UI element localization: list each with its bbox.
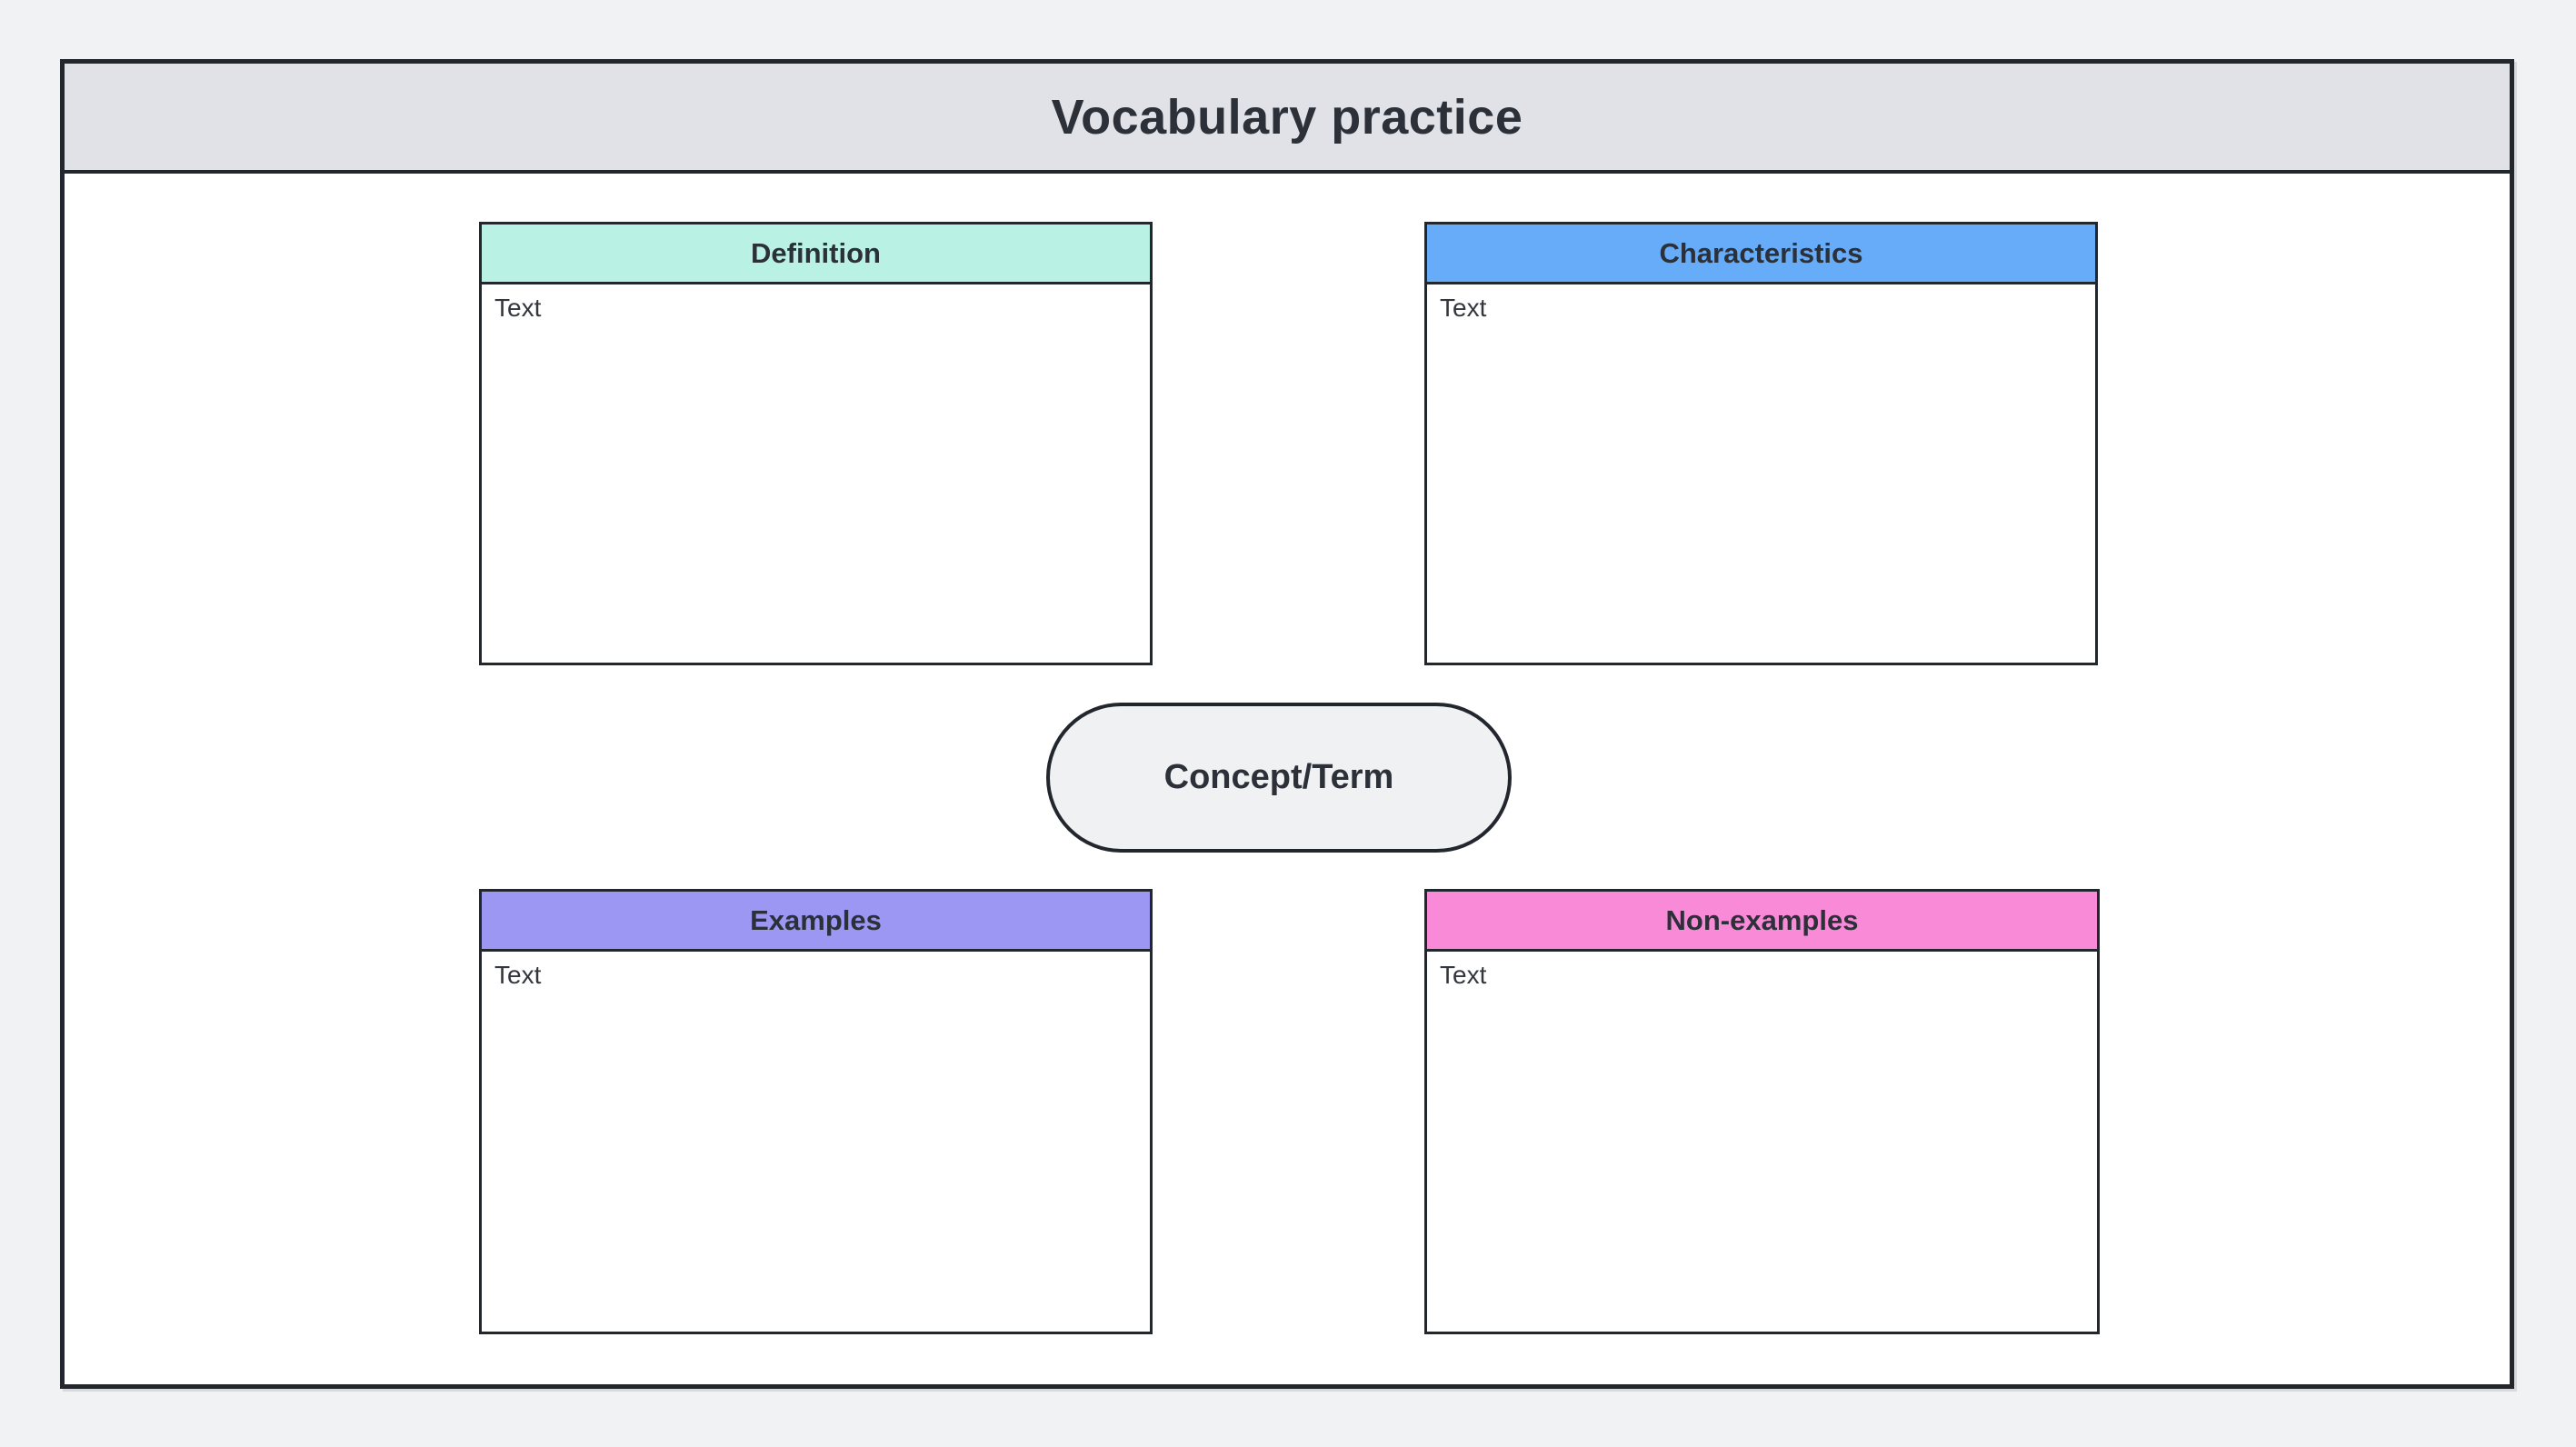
vocabulary-frame: Vocabulary practice Definition Text Char…	[60, 59, 2514, 1389]
examples-body[interactable]: Text	[482, 952, 1150, 1332]
characteristics-body[interactable]: Text	[1427, 284, 2095, 663]
non-examples-body-text: Text	[1440, 961, 1487, 989]
definition-header[interactable]: Definition	[482, 225, 1150, 284]
definition-box[interactable]: Definition Text	[479, 222, 1153, 665]
definition-header-label: Definition	[751, 236, 881, 269]
non-examples-box[interactable]: Non-examples Text	[1424, 889, 2100, 1334]
definition-body[interactable]: Text	[482, 284, 1150, 663]
definition-body-text: Text	[494, 294, 542, 322]
examples-box[interactable]: Examples Text	[479, 889, 1153, 1334]
non-examples-header-label: Non-examples	[1665, 903, 1859, 936]
examples-header-label: Examples	[750, 903, 882, 936]
characteristics-header[interactable]: Characteristics	[1427, 225, 2095, 284]
examples-body-text: Text	[494, 961, 542, 989]
examples-header[interactable]: Examples	[482, 892, 1150, 952]
characteristics-header-label: Characteristics	[1659, 236, 1863, 269]
frame-title: Vocabulary practice	[1051, 89, 1523, 145]
frame-body: Definition Text Characteristics Text Con…	[65, 174, 2510, 1384]
frame-title-bar[interactable]: Vocabulary practice	[65, 64, 2510, 174]
non-examples-body[interactable]: Text	[1427, 952, 2097, 1332]
concept-term-label: Concept/Term	[1163, 758, 1394, 796]
concept-term-shape[interactable]: Concept/Term	[1046, 703, 1512, 853]
non-examples-header[interactable]: Non-examples	[1427, 892, 2097, 952]
characteristics-box[interactable]: Characteristics Text	[1424, 222, 2098, 665]
characteristics-body-text: Text	[1440, 294, 1487, 322]
